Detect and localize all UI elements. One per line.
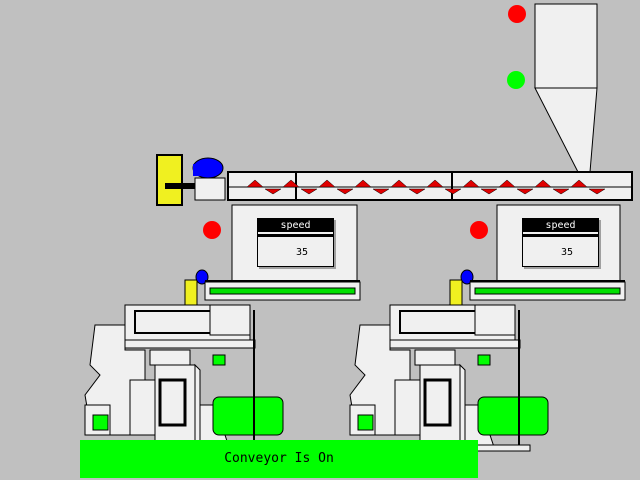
flight-mark (588, 188, 606, 195)
pellet-mill-left (83, 303, 285, 453)
flight-mark (318, 179, 336, 188)
main-conveyor (156, 154, 633, 206)
speed-value: 35 (560, 247, 573, 258)
flight-mark (534, 179, 552, 188)
flight-mark (462, 179, 480, 188)
flight-mark (372, 188, 390, 195)
flight-mark (426, 179, 444, 188)
flight-mark (246, 179, 264, 188)
speed-display-right: speed 35 (522, 218, 599, 267)
flight-mark (408, 188, 426, 195)
flight-mark (570, 179, 588, 188)
flight-mark (390, 179, 408, 188)
lamp-red-feeder-left (203, 221, 221, 239)
flight-mark (552, 188, 570, 195)
speed-label: speed (258, 219, 333, 234)
lamp-red-feeder-right (470, 221, 488, 239)
speed-value: 35 (295, 247, 308, 258)
speed-display-left: speed 35 (257, 218, 334, 267)
lamp-red-hopper (508, 5, 526, 23)
flight-mark (336, 188, 354, 195)
flight-mark (264, 188, 282, 195)
speed-label: speed (523, 219, 598, 234)
flight-mark (354, 179, 372, 188)
flight-mark (498, 179, 516, 188)
flight-mark (444, 188, 462, 195)
flight-mark (516, 188, 534, 195)
conveyor-status-bar: Conveyor Is On (80, 440, 478, 478)
hopper (534, 3, 598, 173)
flight-mark (480, 188, 498, 195)
flight-mark (300, 188, 318, 195)
lamp-green-hopper (507, 71, 525, 89)
flight-mark (282, 179, 300, 188)
main-conveyor-flights (246, 179, 606, 195)
pellet-mill-right (348, 303, 550, 453)
